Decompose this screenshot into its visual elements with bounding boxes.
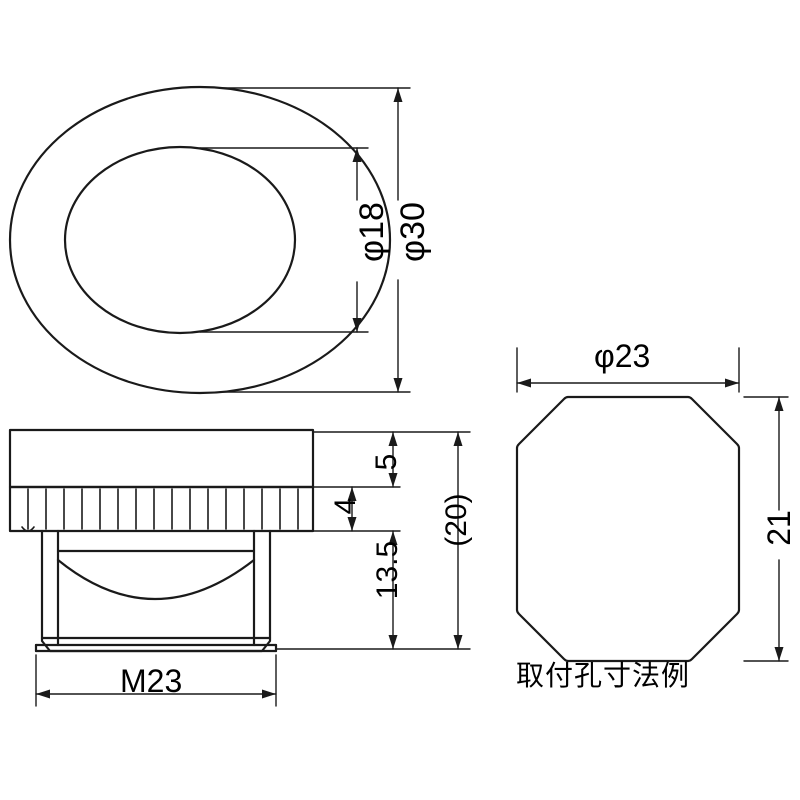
dim-phi23 (516, 347, 740, 393)
label-21: 21 (761, 510, 797, 546)
side-view-knob-shape (8, 428, 315, 653)
label-phi30: φ30 (394, 202, 432, 262)
label-m23: M23 (120, 663, 183, 699)
label-5: 5 (370, 453, 403, 471)
dim-21 (743, 396, 789, 662)
dim-4 (347, 486, 357, 532)
mounting-hole-shape (515, 395, 741, 663)
top-view-annulus-shape (8, 85, 392, 395)
phi30-dimension (219, 87, 411, 393)
label-20: (20) (440, 493, 473, 547)
phi18-dimension (199, 147, 369, 333)
caption-mounting-hole: 取付孔寸法例 (516, 660, 691, 691)
side-view-extension-lines (275, 431, 471, 650)
dim-20-overall (453, 431, 463, 650)
dim-m23 (35, 654, 277, 707)
dim-5 (388, 431, 398, 488)
label-phi23: φ23 (594, 338, 651, 374)
dim-13-5 (388, 530, 398, 650)
label-13-5: 13.5 (371, 540, 404, 600)
label-4: 4 (329, 497, 362, 515)
label-phi18: φ18 (353, 202, 391, 262)
